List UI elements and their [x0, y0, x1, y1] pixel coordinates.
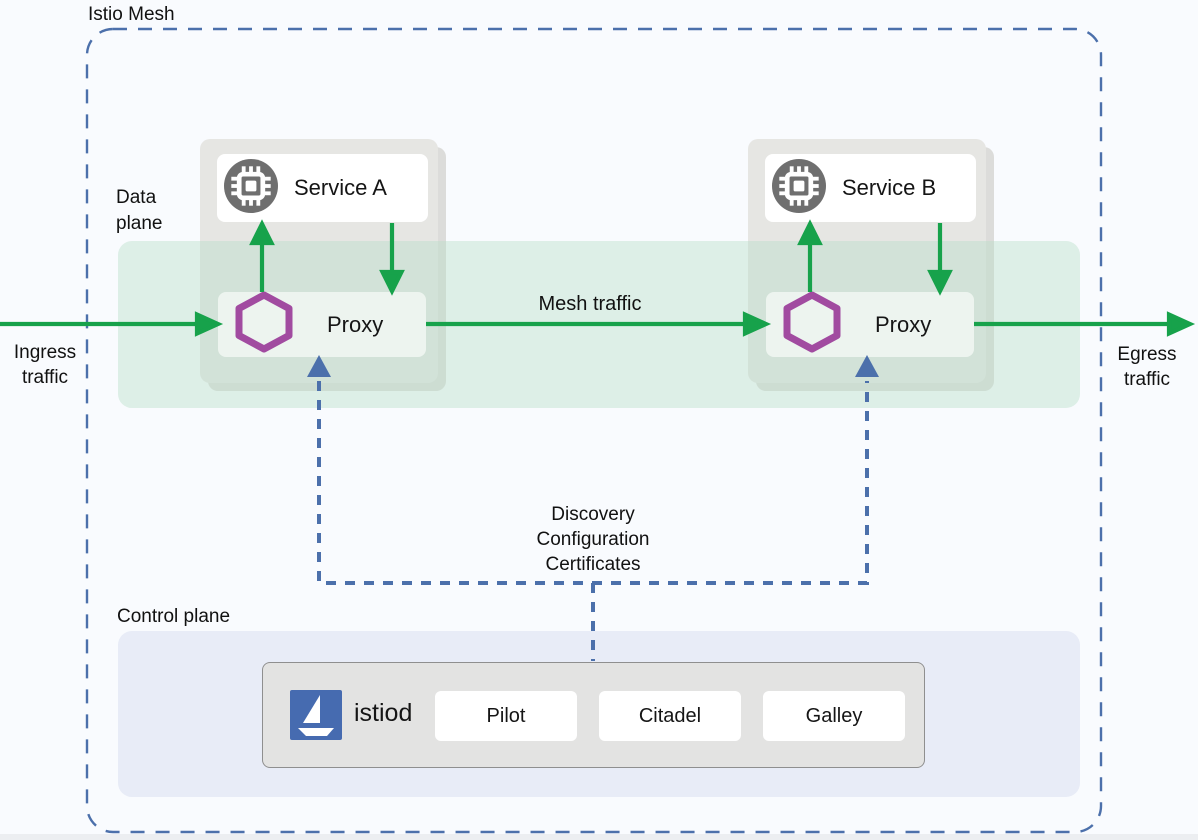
citadel-label: Citadel [638, 704, 702, 727]
egress-traffic-label: Egress traffic [1100, 342, 1194, 392]
service-a-label: Service A [294, 175, 387, 200]
ingress-line-2: traffic [21, 367, 69, 388]
galley-label: Galley [805, 704, 863, 727]
istiod-flow-line-2: Configuration [536, 529, 650, 550]
ingress-traffic-label: Ingress traffic [0, 340, 90, 390]
istiod-flow-label: Discovery Configuration Certificates [483, 502, 703, 577]
ingress-line-1: Ingress [13, 342, 77, 363]
istio-mesh-title: Istio Mesh [88, 4, 175, 25]
pilot-label: Pilot [486, 704, 526, 727]
citadel-box: Citadel [599, 691, 741, 741]
envoy-hexagon-icon [783, 291, 841, 358]
proxy-b-box: Proxy [766, 291, 974, 358]
proxy-b-label: Proxy [875, 311, 932, 337]
istiod-label: istiod [354, 699, 413, 727]
data-plane-label: Data plane [116, 187, 163, 234]
egress-arrow-head [1166, 311, 1196, 337]
proxy-a-label: Proxy [327, 311, 384, 337]
control-plane-label: Control plane [117, 606, 231, 627]
service-b-label: Service B [842, 175, 937, 200]
chip-icon [224, 158, 278, 218]
chip-icon [772, 158, 826, 218]
pilot-box: Pilot [435, 691, 577, 741]
mesh-traffic-label: Mesh traffic [538, 293, 642, 315]
istiod-box: istiod Pilot Citadel Galley [262, 662, 925, 768]
istiod-flow-line-1: Discovery [551, 504, 635, 525]
bottom-strip [0, 834, 1198, 840]
istiod-flow-line-3: Certificates [545, 554, 641, 575]
egress-line-2: traffic [1123, 369, 1171, 390]
proxy-a-box: Proxy [218, 291, 426, 358]
istio-sailboat-logo [290, 690, 342, 740]
envoy-hexagon-icon [235, 291, 293, 358]
egress-line-1: Egress [1117, 344, 1177, 365]
service-a-box: Service A [217, 154, 428, 222]
service-b-box: Service B [765, 154, 976, 222]
galley-box: Galley [763, 691, 905, 741]
